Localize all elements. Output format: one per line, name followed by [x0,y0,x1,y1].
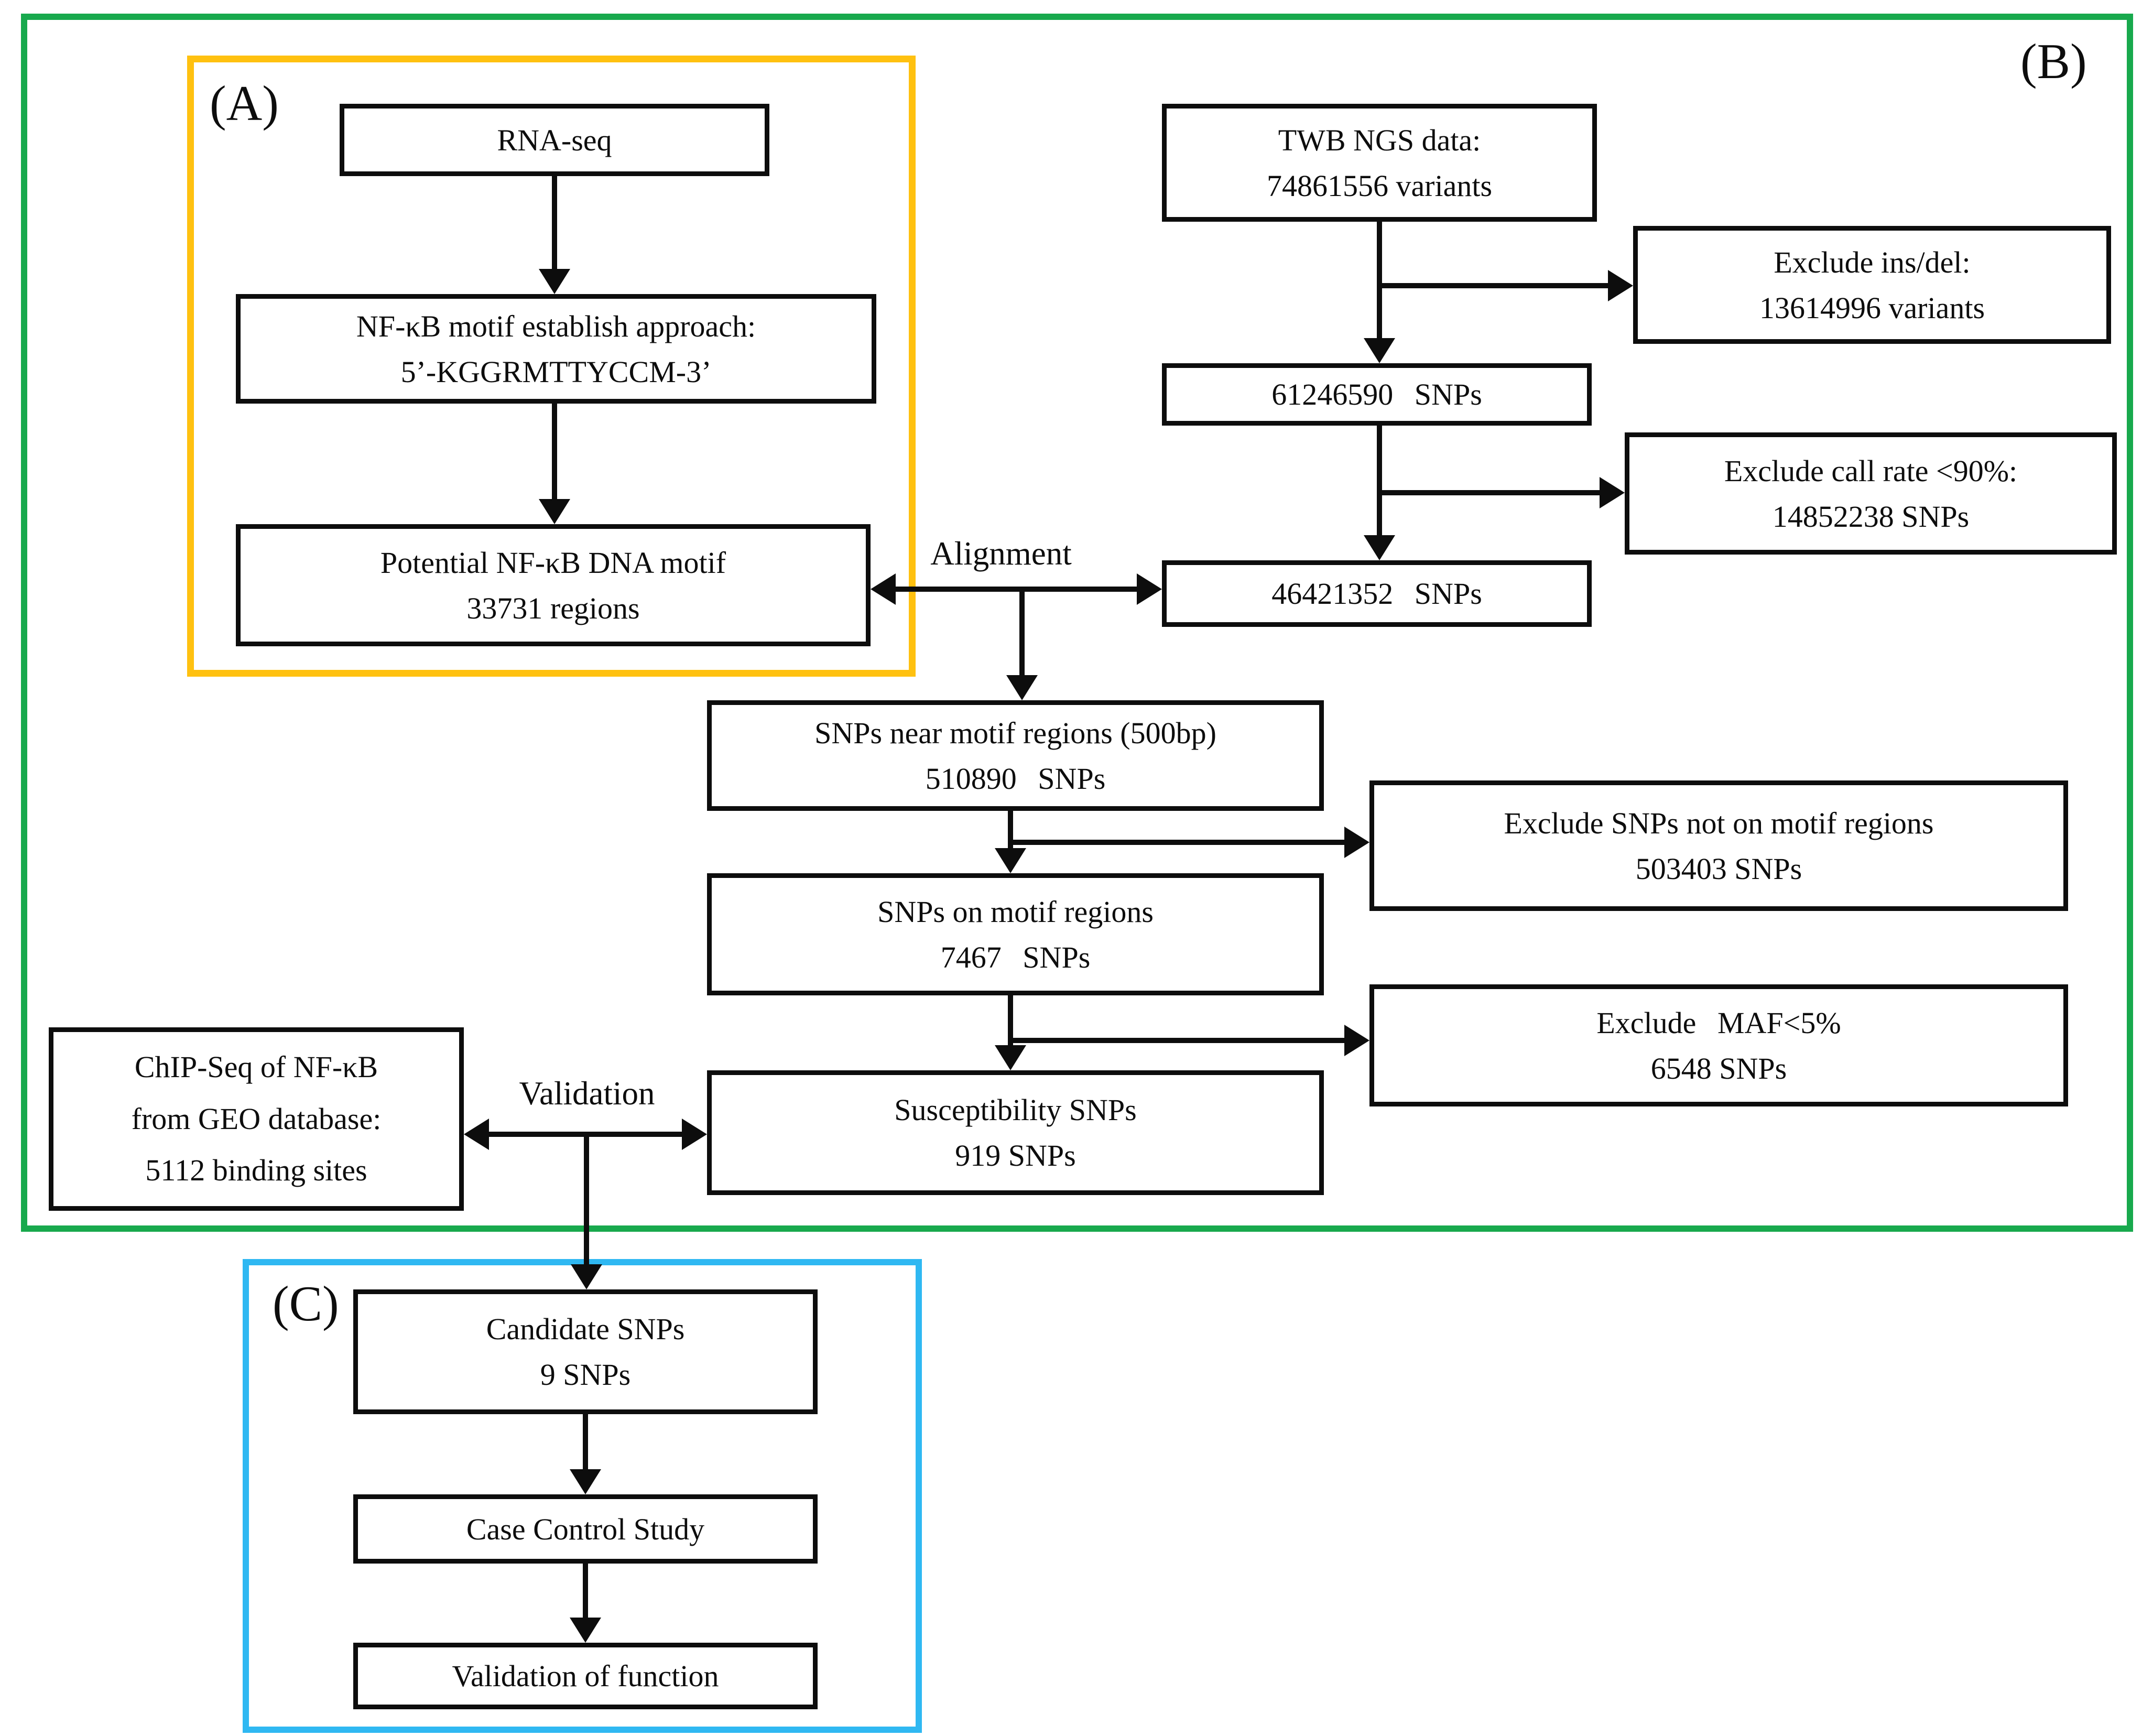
validation-function-box: Validation of function [353,1643,818,1709]
case-control-box: Case Control Study [353,1494,818,1564]
exclude-insdel-line1: Exclude ins/del: [1774,245,1971,279]
arrowhead-down-icon [1006,675,1038,700]
branch-to-exclude-insdel [1377,283,1609,288]
exclude-not-on-motif-line2: 503403 SNPs [1635,851,1802,886]
snps-61m-text: 61246590 SNPs [1271,377,1482,411]
exclude-callrate-line2: 14852238 SNPs [1772,499,1970,534]
panel-c-label: (C) [273,1276,339,1331]
arrowhead-down-icon [539,499,570,524]
arrowhead-down-icon [571,1264,602,1289]
arrow-validation-to-candidate [584,1134,589,1265]
branch-to-exclude-callrate [1377,490,1601,495]
on-motif-line2: 7467 SNPs [940,940,1091,974]
on-motif-line1: SNPs on motif regions [877,894,1154,929]
snps-46m-box: 46421352 SNPs [1162,560,1592,627]
motif-approach-box: NF-κB motif establish approach: 5’-KGGRM… [236,294,876,404]
potential-motif-line2: 33731 regions [466,591,640,625]
exclude-not-on-motif-box: Exclude SNPs not on motif regions 503403… [1369,780,2068,911]
exclude-not-on-motif-line1: Exclude SNPs not on motif regions [1504,806,1934,840]
near-motif-line1: SNPs near motif regions (500bp) [814,715,1216,750]
candidate-snps-box: Candidate SNPs 9 SNPs [353,1289,818,1414]
panel-b-label: (B) [2020,34,2087,89]
potential-motif-line1: Potential NF-κB DNA motif [380,545,726,580]
twb-line2: 74861556 variants [1266,168,1493,203]
chipseq-line3: 5112 binding sites [145,1153,367,1188]
exclude-maf-line1: Exclude MAF<5% [1596,1005,1841,1040]
arrow-candidate-to-casecontrol [583,1414,588,1470]
panel-a-label: (A) [210,75,279,131]
branch-to-exclude-not-on-motif [1008,840,1345,845]
exclude-insdel-line2: 13614996 variants [1759,290,1985,325]
chipseq-line1: ChIP-Seq of NF-κB [134,1050,378,1084]
arrowhead-left-icon [871,573,896,605]
arrowhead-right-icon [1137,573,1162,605]
case-control-text: Case Control Study [466,1512,705,1546]
arrowhead-down-icon [570,1469,601,1494]
panel-b-outline [21,14,2133,1232]
arrow-alignment-to-near-motif [1019,589,1025,676]
panel-a-outline [187,56,916,677]
exclude-callrate-line1: Exclude call rate <90%: [1724,453,2018,488]
twb-line1: TWB NGS data: [1278,123,1481,157]
on-motif-box: SNPs on motif regions 7467 SNPs [707,873,1324,995]
susceptibility-line1: Susceptibility SNPs [894,1093,1137,1127]
arrowhead-left-icon [464,1119,489,1150]
exclude-maf-line2: 6548 SNPs [1650,1051,1787,1086]
arrowhead-right-icon [1344,1025,1369,1056]
arrow-casecontrol-to-validation [583,1564,588,1619]
potential-motif-box: Potential NF-κB DNA motif 33731 regions [236,524,871,646]
arrowhead-down-icon [1364,535,1395,560]
rna-seq-box: RNA-seq [340,104,769,176]
arrow-rnaseq-to-approach [552,176,557,270]
exclude-insdel-box: Exclude ins/del: 13614996 variants [1633,226,2111,344]
arrowhead-down-icon [995,1045,1026,1070]
arrowhead-right-icon [1600,477,1625,508]
arrow-approach-to-potential [552,404,557,500]
exclude-maf-box: Exclude MAF<5% 6548 SNPs [1369,984,2068,1106]
exclude-callrate-box: Exclude call rate <90%: 14852238 SNPs [1625,432,2117,555]
snps-46m-text: 46421352 SNPs [1271,577,1482,611]
alignment-arrow-line [896,587,1137,592]
arrowhead-down-icon [995,848,1026,873]
chipseq-box: ChIP-Seq of NF-κB from GEO database: 511… [49,1027,464,1211]
near-motif-line2: 510890 SNPs [925,761,1106,796]
motif-approach-line1: NF-κB motif establish approach: [356,309,756,343]
arrowhead-down-icon [570,1618,601,1643]
arrow-61m-to-46m [1377,426,1382,536]
arrowhead-down-icon [539,269,570,294]
panel-c-outline [243,1259,922,1733]
motif-approach-line2: 5’-KGGRMTTYCCM-3’ [400,354,712,389]
near-motif-box: SNPs near motif regions (500bp) 510890 S… [707,700,1324,811]
branch-to-exclude-maf [1008,1038,1345,1043]
arrowhead-right-icon [1344,827,1369,858]
snps-61m-box: 61246590 SNPs [1162,363,1592,426]
validation-function-text: Validation of function [452,1659,719,1693]
twb-ngs-box: TWB NGS data: 74861556 variants [1162,104,1597,222]
arrow-on-motif-to-susceptibility [1008,995,1013,1046]
arrowhead-down-icon [1364,338,1395,363]
arrow-twb-to-61m [1377,222,1382,339]
alignment-label: Alignment [930,535,1072,572]
arrowhead-right-icon [1608,270,1633,301]
arrowhead-right-icon [682,1119,707,1150]
susceptibility-line2: 919 SNPs [955,1138,1076,1173]
chipseq-line2: from GEO database: [131,1101,382,1136]
validation-label: Validation [519,1075,655,1112]
candidate-line2: 9 SNPs [540,1358,631,1392]
susceptibility-box: Susceptibility SNPs 919 SNPs [707,1070,1324,1195]
candidate-line1: Candidate SNPs [486,1312,685,1346]
arrow-near-to-on-motif [1008,811,1013,849]
rna-seq-text: RNA-seq [497,123,612,157]
